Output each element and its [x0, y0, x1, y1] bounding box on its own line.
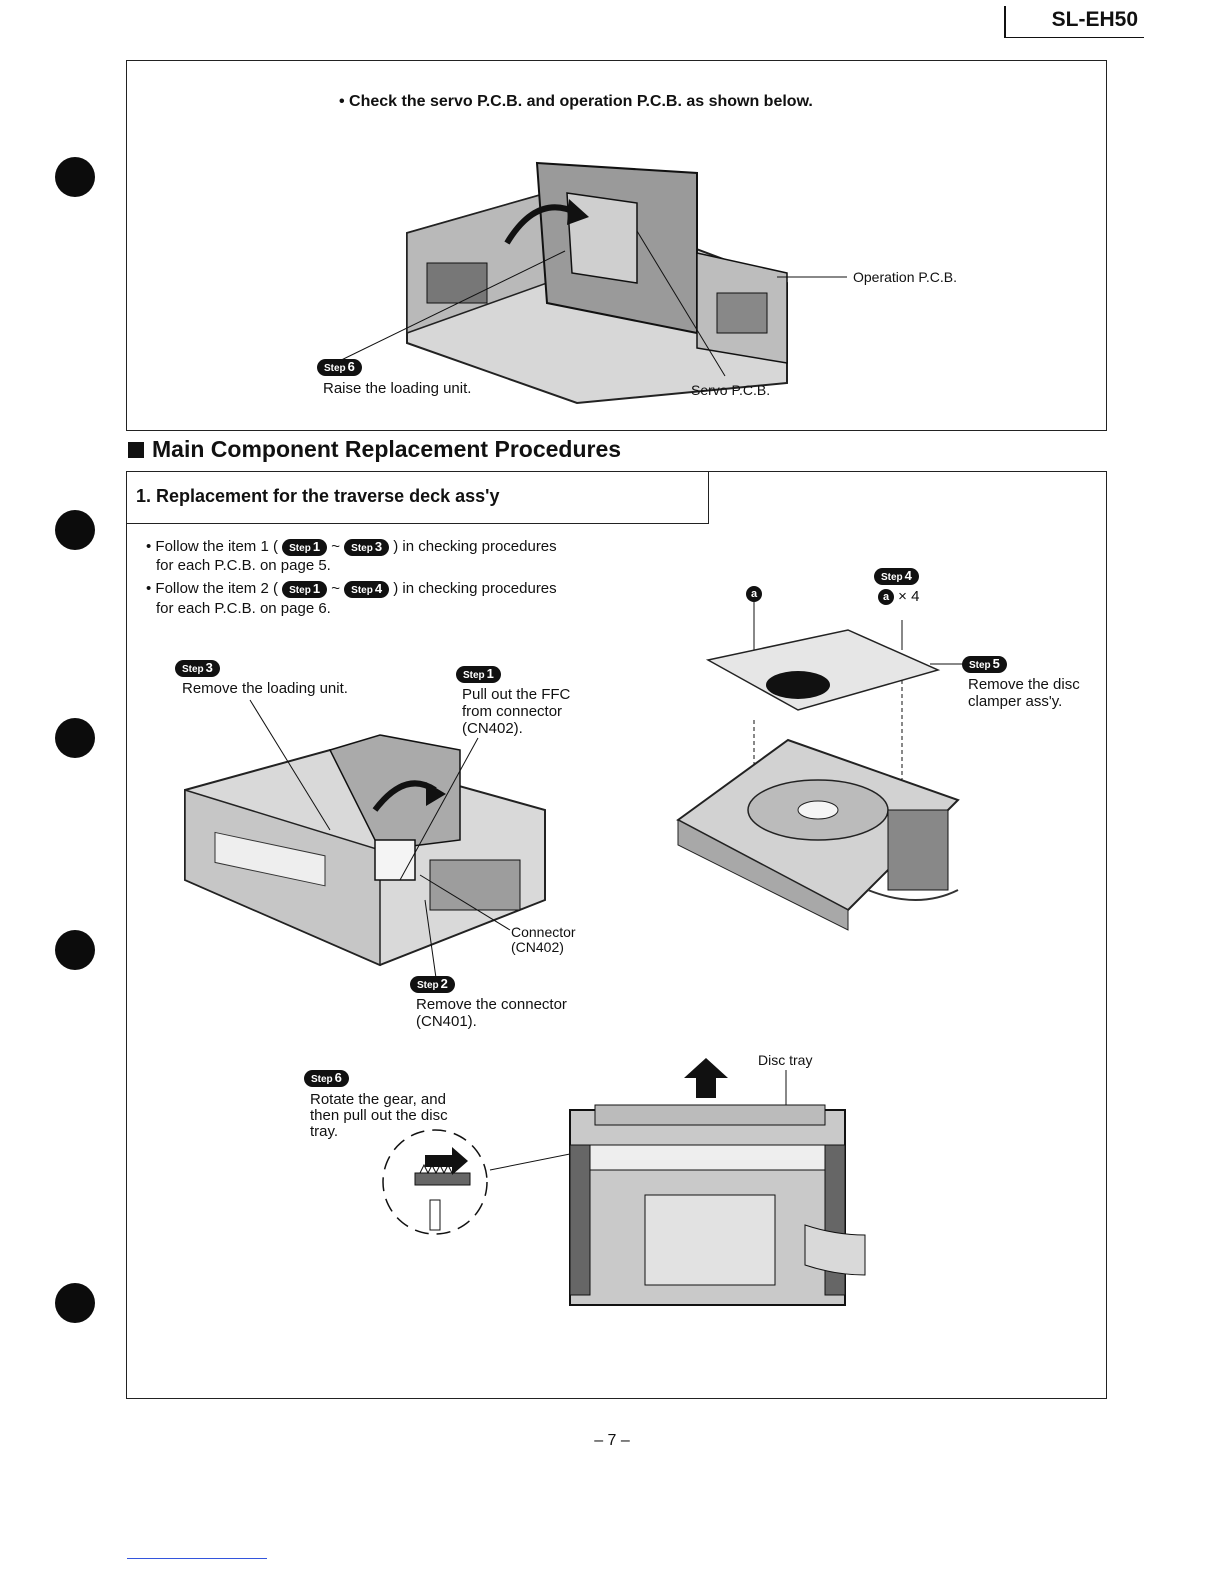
- bullet-2-line2: for each P.C.B. on page 6.: [156, 600, 331, 617]
- model-number: SL-EH50: [1004, 6, 1144, 38]
- step6-text: Raise the loading unit.: [323, 380, 472, 397]
- procedure-box: [126, 471, 1107, 1399]
- connector-label-2: (CN402): [511, 939, 564, 955]
- step3-text: Remove the loading unit.: [182, 680, 348, 697]
- label-servo-pcb: Servo P.C.B.: [691, 382, 771, 398]
- leader-lines: [326, 230, 847, 377]
- check-box: • Check the servo P.C.B. and operation P…: [126, 60, 1107, 431]
- step1-line2: from connector: [462, 703, 563, 720]
- check-instruction: • Check the servo P.C.B. and operation P…: [339, 93, 813, 110]
- step2-line1: Remove the connector: [416, 996, 567, 1013]
- step1-line1: Pull out the FFC: [462, 686, 571, 703]
- step1-line3: (CN402).: [462, 720, 523, 737]
- screw-a-marker: a: [746, 585, 762, 603]
- section-title: Main Component Replacement Procedures: [128, 436, 621, 463]
- connector-label-1: Connector: [511, 924, 576, 940]
- up-arrow-icon: [684, 1058, 728, 1103]
- step2-line2: (CN401).: [416, 1013, 477, 1030]
- footer-line: [127, 1558, 267, 1559]
- procedure-subtitle: 1. Replacement for the traverse deck ass…: [126, 472, 709, 524]
- square-bullet-icon: [128, 442, 144, 458]
- step6b-line3: tray.: [310, 1123, 339, 1140]
- loading-unit-illustration: [184, 734, 546, 967]
- disc-tray-label: Disc tray: [758, 1052, 813, 1068]
- binder-hole: [55, 510, 95, 550]
- disc-tray-illustration: [569, 1104, 866, 1306]
- clamper-illustration: [676, 629, 960, 931]
- step6b-line2: then pull out the disc: [310, 1107, 448, 1124]
- binder-hole: [55, 1283, 95, 1323]
- page-number: – 7 –: [594, 1432, 630, 1449]
- step5-line2: clamper ass'y.: [968, 693, 1063, 710]
- binder-hole: [55, 930, 95, 970]
- step6b-line1: Rotate the gear, and: [310, 1091, 446, 1108]
- servo-operation-illustration: [406, 161, 788, 405]
- label-operation-pcb: Operation P.C.B.: [853, 269, 958, 285]
- binder-hole: [55, 157, 95, 197]
- bullet-1-line2: for each P.C.B. on page 5.: [156, 557, 331, 574]
- step4-screws: a × 4: [878, 588, 919, 606]
- screw-a-icon: a: [746, 585, 762, 602]
- screw-a-icon: a: [878, 589, 894, 606]
- gear-detail-illustration: [382, 1129, 488, 1235]
- step5-line1: Remove the disc: [968, 676, 1080, 693]
- binder-hole: [55, 718, 95, 758]
